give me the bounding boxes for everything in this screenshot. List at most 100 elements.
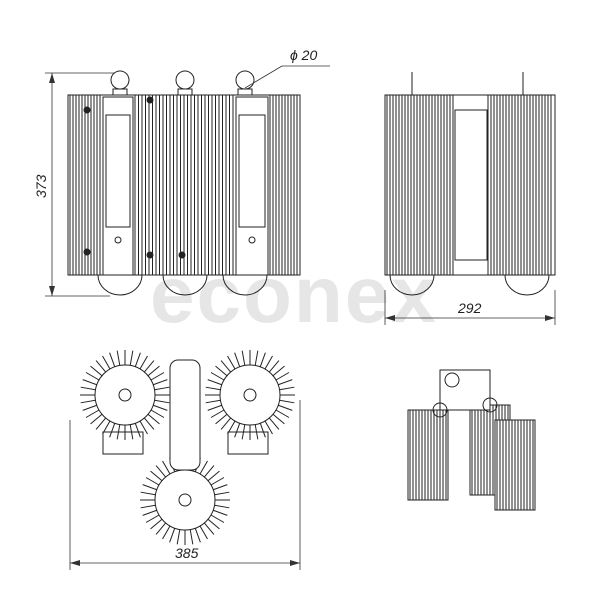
radial-fin xyxy=(140,491,156,496)
driver-box xyxy=(227,431,269,455)
radial-fin xyxy=(214,491,230,496)
radial-fin xyxy=(278,379,293,386)
lock-icon xyxy=(248,236,256,244)
driver-box xyxy=(102,431,144,455)
radial-fin xyxy=(203,522,215,535)
radial-fin xyxy=(82,379,97,386)
dimension-lines xyxy=(45,65,556,570)
ring-diameter-label: ϕ 20 xyxy=(290,47,317,63)
side-driver xyxy=(454,109,488,261)
radial-fin xyxy=(85,409,100,418)
radial-fin xyxy=(205,386,221,391)
lens xyxy=(504,274,550,296)
radial-fin xyxy=(162,525,171,540)
iso-disc xyxy=(482,397,498,413)
radial-fin xyxy=(142,509,157,516)
radial-fin xyxy=(207,470,220,482)
radial-fin xyxy=(134,423,141,438)
radial-fin xyxy=(254,350,259,366)
radial-fin xyxy=(82,404,97,411)
radial-fin xyxy=(85,372,100,381)
driver-panel xyxy=(235,96,269,276)
radial-fin xyxy=(95,360,107,373)
radial-fin xyxy=(150,470,163,482)
screw xyxy=(146,96,154,104)
radial-fin xyxy=(210,477,225,486)
lens xyxy=(222,274,268,296)
screw xyxy=(83,106,91,114)
radial-fin xyxy=(234,352,241,367)
radial-fin xyxy=(80,399,96,404)
lens xyxy=(162,274,208,296)
radial-fin xyxy=(139,420,148,435)
top-width-dimension-label: 385 xyxy=(175,545,199,561)
radial-fin xyxy=(278,404,293,411)
radial-fin xyxy=(220,360,232,373)
radial-fin xyxy=(259,352,266,367)
radial-fin xyxy=(213,509,228,516)
eye-bolt-base xyxy=(177,88,193,96)
radial-fin xyxy=(109,352,116,367)
module-hub xyxy=(118,388,132,402)
radial-fin xyxy=(116,350,121,366)
radial-fin xyxy=(210,372,225,381)
radial-fin xyxy=(207,379,222,386)
center-bracket xyxy=(169,359,201,471)
module-hub xyxy=(243,388,257,402)
driver-window xyxy=(238,114,266,228)
radial-fin xyxy=(95,417,107,430)
radial-fin xyxy=(155,522,167,535)
radial-fin xyxy=(205,399,221,404)
radial-fin xyxy=(147,365,160,377)
radial-fin xyxy=(142,484,157,491)
driver-panel xyxy=(102,96,134,276)
radial-fin xyxy=(272,413,285,425)
radial-fin xyxy=(102,355,111,370)
radial-fin xyxy=(215,365,228,377)
radial-fin xyxy=(90,365,103,377)
radial-fin xyxy=(234,423,241,438)
lens xyxy=(97,274,143,296)
front-view xyxy=(67,70,301,296)
screw xyxy=(83,248,91,256)
radial-fin xyxy=(140,504,156,509)
radial-fin xyxy=(150,372,165,381)
radial-fin xyxy=(162,460,171,475)
iso-disc xyxy=(444,372,460,388)
screw xyxy=(178,251,186,259)
radial-fin xyxy=(268,417,280,430)
radial-fin xyxy=(155,465,167,478)
module-hub xyxy=(178,493,192,507)
radial-fin xyxy=(139,355,148,370)
eye-bolt-ring xyxy=(175,70,195,90)
radial-fin xyxy=(213,484,228,491)
radial-fin xyxy=(214,504,230,509)
isometric-view xyxy=(407,369,536,511)
iso-top-bracket xyxy=(439,369,491,411)
radial-fin xyxy=(272,365,285,377)
radial-fin xyxy=(241,350,246,366)
radial-fin xyxy=(207,518,220,530)
screw xyxy=(146,251,154,259)
radial-fin xyxy=(268,360,280,373)
eye-bolt-ring xyxy=(235,70,255,90)
radial-fin xyxy=(109,423,116,438)
radial-fin xyxy=(143,417,155,430)
module-disc xyxy=(219,364,281,426)
radial-fin xyxy=(207,404,222,411)
radial-fin xyxy=(203,465,215,478)
iso-disc xyxy=(432,402,448,418)
radial-fin xyxy=(154,399,170,404)
radial-fin xyxy=(210,514,225,523)
radial-fin xyxy=(153,379,168,386)
height-dimension-label: 373 xyxy=(33,174,49,198)
radial-fin xyxy=(134,352,141,367)
radial-fin xyxy=(80,386,96,391)
radial-fin xyxy=(147,413,160,425)
lens xyxy=(389,274,435,296)
side-width-dimension-label: 292 xyxy=(457,300,482,316)
radial-fin xyxy=(199,525,208,540)
module-disc xyxy=(94,364,156,426)
